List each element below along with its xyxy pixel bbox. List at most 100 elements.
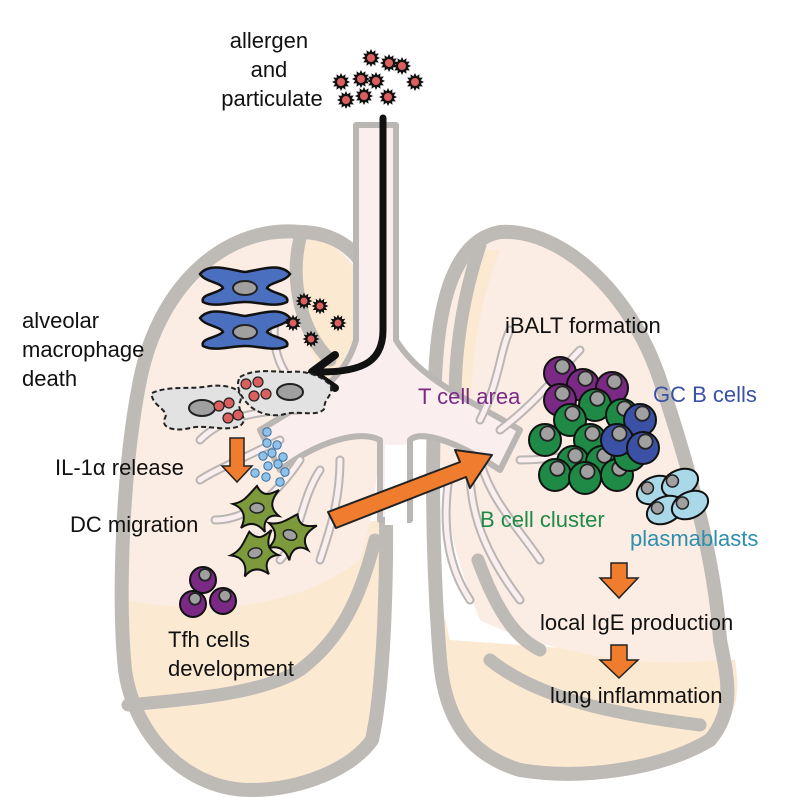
label-plasmablasts: plasmablasts	[630, 526, 758, 551]
label-tfh-development: Tfh cells development	[168, 627, 294, 681]
dead-macrophage-nucleus	[276, 383, 304, 401]
allergen-core	[398, 62, 406, 70]
label-lung-inflammation: lung inflammation	[550, 683, 722, 708]
label-dc-migration: DC migration	[70, 512, 198, 537]
allergen-particle	[362, 49, 380, 67]
allergen-particle	[406, 73, 424, 91]
tfh-cells	[179, 566, 237, 618]
il1a-droplet	[262, 438, 272, 448]
plasmablast-nucleus	[675, 496, 690, 510]
dead-macrophage-nucleus	[188, 399, 216, 417]
allergen-core	[411, 78, 419, 86]
il1a-droplet	[275, 477, 285, 487]
allergen-particle	[332, 73, 350, 91]
released-allergen	[252, 376, 264, 388]
allergen-core	[384, 93, 392, 101]
il1a-droplet	[262, 427, 272, 437]
allergen-particle	[352, 70, 370, 88]
released-particles	[213, 376, 272, 424]
allergen-core	[385, 59, 393, 67]
label-alveolar-line: death	[22, 366, 77, 391]
b-cell	[528, 423, 562, 457]
released-allergen	[213, 400, 225, 412]
allergen-particles	[332, 49, 424, 109]
tfh-cell-nucleus	[188, 592, 202, 606]
right-lung-lower-lobe	[440, 600, 738, 771]
allergen-core	[367, 54, 375, 62]
allergen-core	[307, 335, 315, 343]
dendritic-cells	[227, 484, 318, 578]
allergen-core	[289, 319, 297, 327]
label-tfh-line: Tfh cells	[168, 627, 250, 652]
label-t-cell-area: T cell area	[418, 384, 521, 409]
inflammation-arrow	[598, 644, 640, 680]
dc-migration-arrow	[327, 449, 493, 529]
il1a-droplet	[263, 461, 273, 471]
allergen-core	[334, 319, 342, 327]
label-allergen: allergen and particulate	[221, 28, 323, 111]
plasmablast-nucleus	[665, 474, 680, 488]
ige-arrow	[598, 562, 640, 600]
il1a-droplet	[280, 467, 290, 477]
ibalt-cluster	[528, 356, 660, 495]
dendritic-cell	[229, 484, 283, 533]
allergen-particle	[302, 330, 320, 348]
plasmablast-nucleus	[650, 501, 665, 515]
tfh-cell	[209, 587, 237, 615]
tfh-cell-nucleus	[198, 568, 212, 582]
il1a-droplet	[272, 440, 282, 450]
b-cell	[538, 458, 572, 492]
allergen-core	[372, 77, 380, 85]
label-alveolar-line: macrophage	[22, 337, 144, 362]
t-cell-nucleus	[577, 370, 594, 387]
il1a-droplet	[261, 472, 271, 482]
il1a-droplet	[250, 468, 260, 478]
b-cell-nucleus	[539, 425, 556, 442]
allergen-particle	[295, 292, 313, 310]
released-allergen	[223, 397, 235, 409]
dendritic-cell	[265, 512, 318, 561]
b-cell-nucleus	[567, 447, 584, 464]
dead-macrophages	[150, 370, 333, 431]
t-cell-nucleus	[554, 358, 571, 375]
gc-b-cell	[600, 423, 634, 457]
allergen-core	[357, 75, 365, 83]
label-b-cell-cluster: B cell cluster	[480, 507, 605, 532]
allergen-particle	[311, 297, 329, 315]
label-alveolar-macrophage-death: alveolar macrophage death	[22, 308, 150, 391]
b-cell-nucleus	[564, 405, 581, 422]
b-cell-nucleus	[584, 425, 601, 442]
t-cell-nucleus	[554, 385, 571, 402]
right-lung-fissure-mid	[471, 553, 547, 657]
il1a-droplets	[250, 427, 290, 487]
allergen-particle	[355, 87, 373, 105]
allergen-particle	[379, 88, 397, 106]
label-il1a-release: IL-1α release	[55, 455, 184, 480]
t-cell-nucleus	[606, 373, 623, 390]
il1a-droplet	[273, 459, 283, 469]
b-cell-nucleus	[589, 390, 606, 407]
dendritic-cell-nucleus	[247, 547, 263, 559]
allergen-particle	[380, 54, 398, 72]
label-gc-b-cells: GC B cells	[653, 382, 757, 407]
plasmablast	[660, 467, 700, 499]
dendritic-cell	[227, 529, 283, 578]
alveolar-macrophages	[198, 266, 292, 350]
macrophage-cell	[198, 310, 292, 350]
released-allergen	[232, 409, 244, 421]
label-ibalt-formation: iBALT formation	[505, 313, 661, 338]
dendritic-cell-nucleus	[282, 528, 298, 542]
allergen-particle	[284, 314, 302, 332]
tfh-cell	[189, 566, 217, 594]
label-allergen-line: allergen	[230, 28, 308, 53]
gc-b-cell-nucleus	[634, 405, 651, 422]
allergen-core	[316, 302, 324, 310]
allergen-core	[337, 78, 345, 86]
gc-b-cell-nucleus	[611, 425, 628, 442]
b-cell	[568, 461, 602, 495]
macrophage-cell	[198, 266, 292, 306]
b-cell-nucleus	[579, 463, 596, 480]
plasmablasts	[635, 467, 710, 526]
b-cell-nucleus	[549, 460, 566, 477]
